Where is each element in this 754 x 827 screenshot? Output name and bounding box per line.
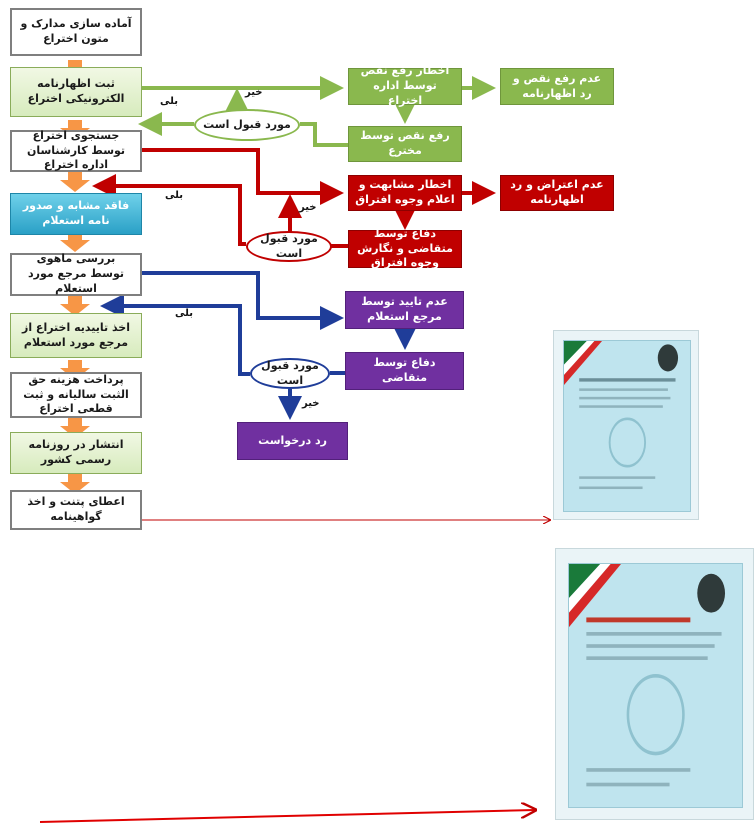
step-publish: انتشار در روزنامه رسمی کشور <box>10 432 142 474</box>
green-reject-box: عدم رفع نقص و رد اظهارنامه <box>500 68 614 105</box>
certificate-art <box>563 341 678 490</box>
purple-not-approved-box: عدم تایید توسط مرجع استعلام <box>345 291 464 329</box>
step-fee: پرداخت هزینه حق الثبت سالیانه و ثبت قطعی… <box>10 372 142 418</box>
certificate-image-small <box>553 330 699 520</box>
pointer-line-bottom <box>39 810 535 823</box>
red-notice-box: اخطار مشابهت و اعلام وجوه افتراق <box>348 175 462 211</box>
down-arrow-7 <box>60 418 90 438</box>
step-review: بررسی ماهوی توسط مرجع مورد استعلام <box>10 252 142 296</box>
certificate-art-large <box>568 563 725 786</box>
yes-label-red: بلی <box>165 190 183 201</box>
decision-oval-green: مورد قبول است <box>194 109 300 141</box>
yes-label-purple: بلی <box>175 308 193 319</box>
certificate-sheet <box>562 340 692 512</box>
step-register: ثبت اظهارنامه الکترونیکی اختراع <box>10 67 142 117</box>
down-arrow-3 <box>60 172 90 192</box>
yes-label-green: بلی <box>160 96 178 107</box>
step-prepare: آماده سازی مدارک و متون اختراع <box>10 8 142 56</box>
no-label-red: خیر <box>299 202 317 213</box>
certificate-sheet-large <box>567 562 744 808</box>
down-arrow-8 <box>60 474 90 494</box>
green-fix-box: رفع نقص توسط مخترع <box>348 126 462 162</box>
down-arrow-4 <box>60 232 90 252</box>
step-approval: اخذ تاییدیه اختراع از مرجع مورد استعلام <box>10 313 142 358</box>
step-grant: اعطای پتنت و اخذ گواهینامه <box>10 490 142 530</box>
step-search: جستجوی اختراع توسط کارشناسان اداره اخترا… <box>10 129 142 172</box>
red-branch-edges <box>92 148 496 248</box>
purple-reject-box: رد درخواست <box>237 422 348 460</box>
step-no-similar: فاقد مشابه و صدور نامه استعلام <box>10 193 142 235</box>
red-reject-box: عدم اعتراض و رد اظهارنامه <box>500 175 614 211</box>
purple-defense-box: دفاع توسط متقاضی <box>345 352 464 390</box>
decision-oval-red: مورد قبول است <box>246 231 332 262</box>
red-defense-box: دفاع توسط متقاضی و نگارش وجوه افتراق <box>348 227 462 269</box>
decision-oval-purple: مورد قبول است <box>250 358 330 389</box>
down-arrow-6 <box>60 360 90 380</box>
down-arrow-5 <box>60 296 90 316</box>
purple-branch-edges <box>100 271 417 420</box>
no-label-purple: خیر <box>302 398 320 409</box>
no-label-green: خیر <box>245 87 263 98</box>
green-branch-edges <box>138 76 496 147</box>
certificate-image-large <box>555 548 754 820</box>
green-notice-box: اخطار رفع نقص توسط اداره اختراع <box>348 64 462 107</box>
